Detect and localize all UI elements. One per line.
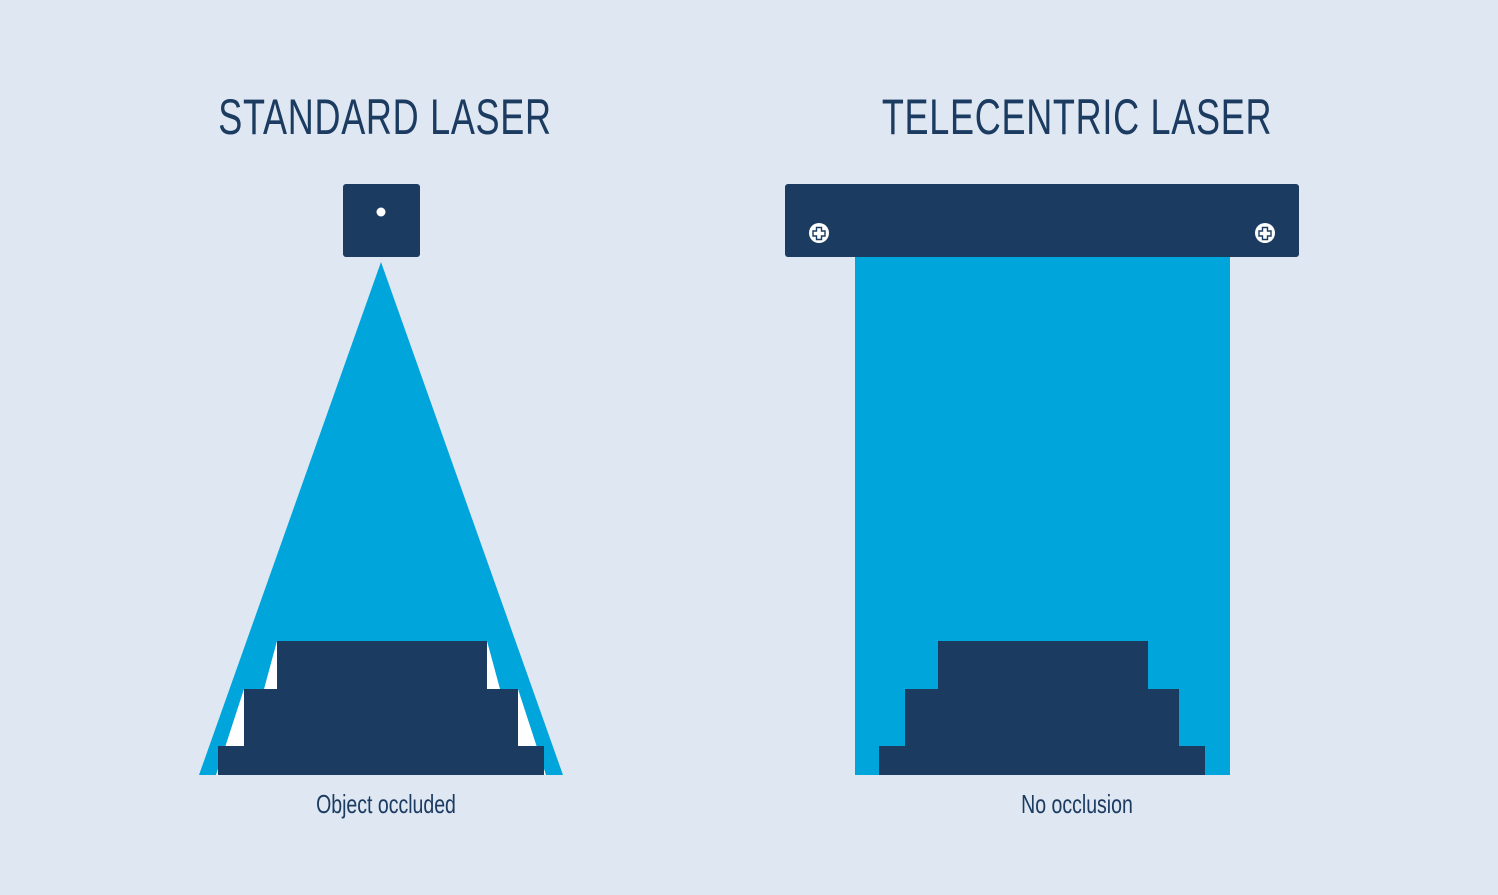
stepped-object <box>218 641 544 775</box>
stepped-object <box>879 641 1205 775</box>
standard-laser-diagram <box>199 184 563 775</box>
standard-laser-title: STANDARD LASER <box>218 89 552 145</box>
telecentric-laser-diagram <box>785 184 1299 775</box>
telecentric-laser-title: TELECENTRIC LASER <box>881 89 1273 145</box>
telecentric-laser-caption: No occlusion <box>1021 789 1133 819</box>
laser-emitter <box>343 184 420 257</box>
emitter-point-icon <box>376 207 386 217</box>
standard-laser-caption: Object occluded <box>316 789 456 819</box>
screw-icon <box>809 223 829 243</box>
telecentric-emitter <box>785 184 1299 257</box>
screw-icon <box>1255 223 1275 243</box>
